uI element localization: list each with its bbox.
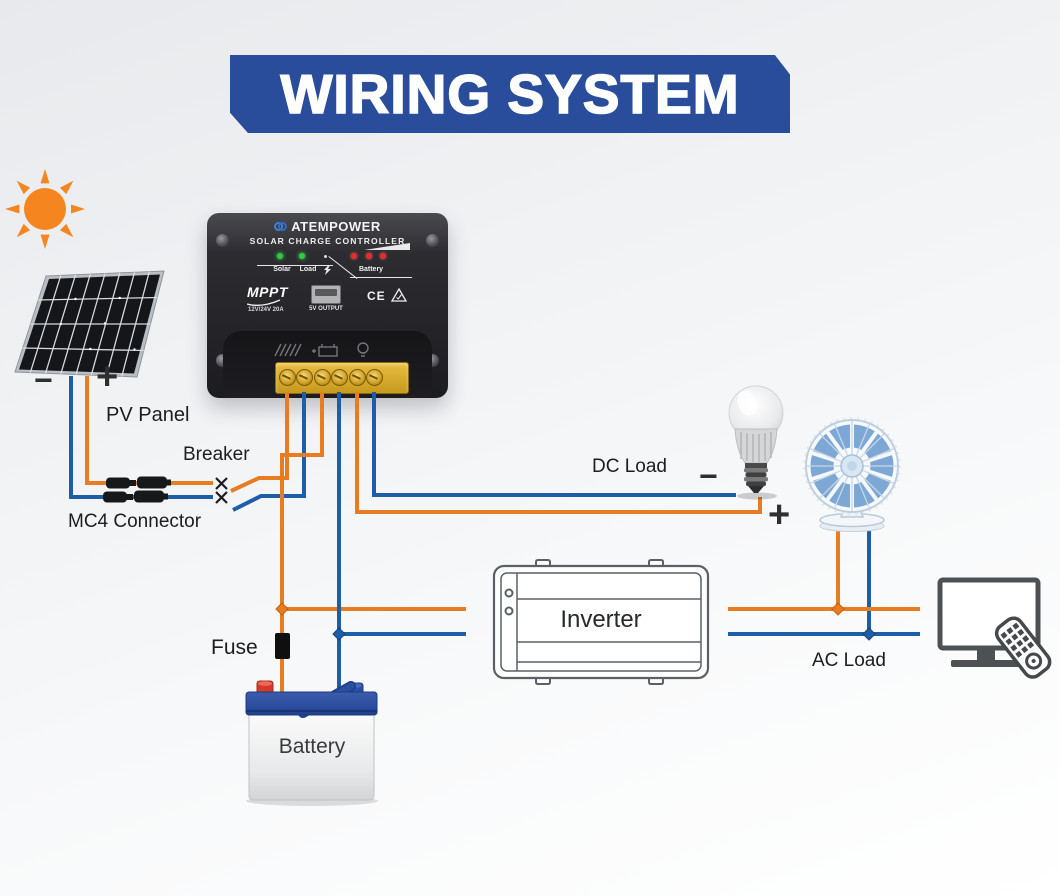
led-solar (277, 253, 283, 259)
led-bulb-graphic (728, 385, 784, 500)
inverter-graphic (492, 559, 710, 685)
wire-dcload-positive (355, 392, 762, 514)
divider (350, 277, 412, 278)
usb-port (311, 285, 341, 304)
label-mc4-connector: MC4 Connector (68, 511, 202, 532)
battery-graphic (245, 680, 378, 806)
divider (257, 265, 333, 266)
wire-dcload-negative (372, 392, 736, 497)
dc-positive-sign: + (768, 494, 791, 536)
charge-controller: ATEMPOWER SOLAR CHARGE CONTROLLER Solar … (207, 213, 448, 398)
load-icon (357, 342, 369, 357)
dc-negative-sign: − (699, 458, 718, 494)
led-battery-1 (351, 253, 357, 259)
junction-dot (862, 627, 876, 641)
led-battery-2 (366, 253, 372, 259)
led-solar-label: Solar (273, 266, 291, 273)
label-ac-load: AC Load (812, 650, 886, 671)
usb-output-label: 5V OUTPUT (309, 306, 343, 312)
fan-cage-spokes (807, 421, 897, 511)
terminal-screw (296, 369, 313, 386)
usb-port-inner (315, 289, 337, 296)
label-breaker: Breaker (183, 444, 250, 465)
breaker-contact-icon (215, 477, 228, 504)
fan-graphic (803, 417, 901, 532)
mppt-swoosh (247, 299, 281, 307)
junction-dot (831, 602, 845, 616)
label-pv-panel: PV Panel (106, 404, 190, 426)
junction-dot (332, 627, 346, 641)
led-load-label: Load (299, 266, 317, 273)
page-title: WIRING SYSTEM (280, 62, 740, 126)
controller-rating: 12V/24V 20A (248, 307, 284, 313)
junction-dot (275, 602, 289, 616)
decor-wedge (364, 243, 410, 250)
controller-subtitle: SOLAR CHARGE CONTROLLER (249, 236, 406, 246)
label-battery: Battery (278, 735, 346, 758)
wire-battery-positive (280, 392, 324, 700)
label-dc-load: DC Load (592, 456, 667, 477)
sun-icon (5, 169, 85, 249)
fuse-graphic (275, 633, 290, 659)
remote-graphic (994, 616, 1052, 679)
terminal-screw (331, 369, 348, 386)
solar-panel-icon (274, 343, 302, 357)
led-load (299, 253, 305, 259)
pv-positive-sign: + (96, 356, 119, 398)
controller-brand: ATEMPOWER (207, 219, 448, 234)
controller-brand-text: ATEMPOWER (291, 219, 381, 234)
brand-logo-icon (274, 222, 288, 231)
solar-panel-graphic (14, 270, 165, 378)
screw-icon (216, 234, 229, 247)
pv-negative-sign: − (34, 362, 53, 398)
certification-triangle-icon (391, 288, 407, 302)
wire-pv-positive-breaker (230, 392, 289, 493)
tool-icon (324, 265, 331, 275)
led-battery-label: Battery (358, 266, 384, 273)
battery-icon (312, 344, 338, 357)
label-inverter: Inverter (560, 606, 642, 633)
screw-icon (426, 234, 439, 247)
title-banner: WIRING SYSTEM (230, 55, 790, 133)
label-fuse: Fuse (211, 636, 258, 659)
mppt-label: MPPT (247, 284, 288, 300)
terminal-icons (274, 342, 369, 357)
terminal-screw (366, 369, 383, 386)
mc4-connector-icons (103, 476, 171, 503)
junction-dots (275, 602, 876, 641)
led-dot (324, 255, 327, 258)
ce-mark: CE (367, 289, 386, 303)
led-battery-3 (380, 253, 386, 259)
